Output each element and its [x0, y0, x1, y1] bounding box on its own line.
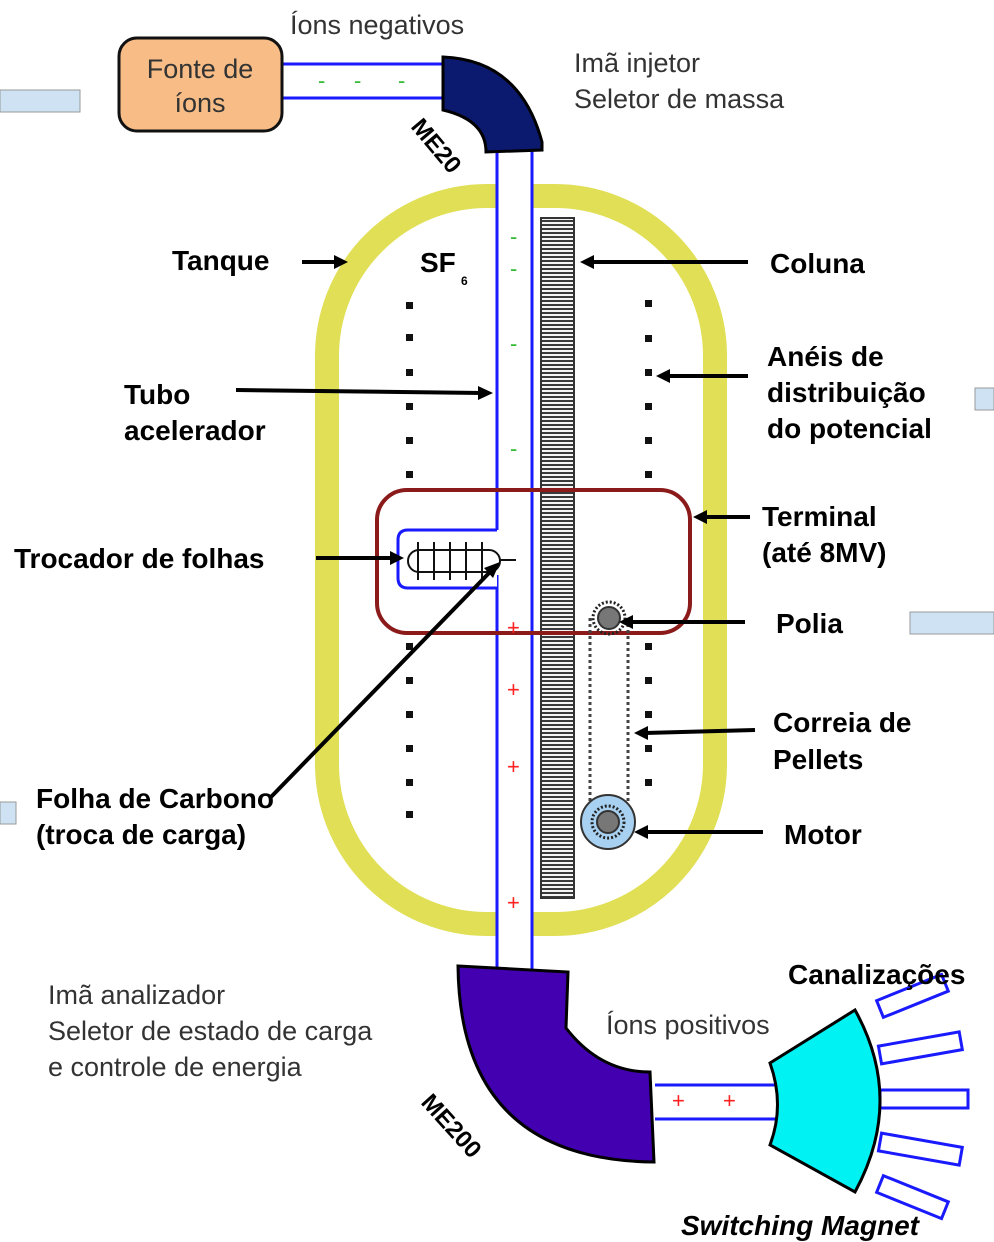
tube-label-2: acelerador	[124, 415, 266, 446]
column	[540, 217, 575, 899]
rings-label-2: distribuição	[767, 377, 926, 408]
ion-minus-sign: -	[510, 436, 517, 461]
terminal	[375, 488, 692, 635]
tank-label: Tanque	[172, 245, 269, 276]
rings-label-3: do potencial	[767, 413, 932, 444]
pulley	[591, 600, 627, 636]
ion-plus-sign: +	[672, 1088, 685, 1113]
column-label: Coluna	[770, 248, 865, 279]
accelerator-tube	[495, 150, 534, 980]
charge-signs: - - - - - - - + + + + + +	[318, 68, 736, 1113]
sf6-label: SF	[420, 247, 456, 278]
analyzer-label-1: Imã analizador	[48, 980, 225, 1010]
motor-label: Motor	[784, 819, 862, 850]
analyzer-magnet	[456, 964, 656, 1164]
pointer-arrows	[235, 260, 763, 834]
belt-label-2: Pellets	[773, 744, 863, 775]
negative-ions-label: Íons negativos	[290, 10, 464, 40]
ion-minus-sign: -	[354, 68, 361, 93]
ion-source-label-2: íons	[174, 88, 225, 118]
injector-magnet-label: Imã injetor	[574, 48, 700, 78]
rings-label-1: Anéis de	[767, 341, 884, 372]
ion-plus-sign: +	[507, 890, 520, 915]
edge-artifact	[974, 387, 994, 411]
carbon-foil-label-2: (troca de carga)	[36, 819, 246, 850]
pellet-belt	[588, 618, 630, 810]
ion-minus-sign: -	[510, 331, 517, 356]
terminal-label-2: (até 8MV)	[762, 537, 886, 568]
positive-ions-label: Íons positivos	[606, 1010, 770, 1040]
arrowheads	[334, 255, 707, 839]
me200-label: ME200	[416, 1089, 487, 1164]
positive-beamline	[655, 1085, 780, 1119]
edge-artifact	[0, 801, 17, 825]
tube-label-1: Tubo	[124, 379, 190, 410]
switching-magnet	[768, 1007, 882, 1195]
ion-plus-sign: +	[507, 615, 520, 640]
mass-selector-label: Seletor de massa	[574, 84, 785, 114]
me20-label: ME20	[405, 114, 466, 179]
analyzer-label-2: Seletor de estado de carga	[48, 1016, 373, 1046]
motor	[580, 794, 636, 850]
pulley-label: Polia	[776, 608, 843, 639]
ion-minus-sign: -	[510, 256, 517, 281]
ion-minus-sign: -	[318, 68, 325, 93]
foil-changer-label: Trocador de folhas	[14, 543, 265, 574]
terminal-label-1: Terminal	[762, 501, 877, 532]
analyzer-label-3: e controle de energia	[48, 1052, 303, 1082]
edge-artifact	[0, 89, 81, 113]
switching-magnet-label: Switching Magnet	[681, 1210, 921, 1241]
edge-artifact	[909, 611, 994, 635]
ion-source-label-1: Fonte de	[147, 54, 254, 84]
foil-changer	[396, 528, 516, 590]
belt-label-1: Correia de	[773, 707, 912, 738]
ion-plus-sign: +	[507, 677, 520, 702]
ion-minus-sign: -	[398, 68, 405, 93]
sf6-subscript: 6	[461, 274, 468, 288]
canalizacoes-label: Canalizações	[788, 959, 965, 990]
ion-source-box	[117, 36, 284, 133]
channels	[874, 972, 970, 1221]
carbon-foil-label-1: Folha de Carbono	[36, 783, 274, 814]
negative-beamline	[280, 62, 445, 100]
ion-plus-sign: +	[507, 754, 520, 779]
ion-minus-sign: -	[510, 224, 517, 249]
ion-plus-sign: +	[723, 1088, 736, 1113]
injector-magnet	[441, 55, 544, 154]
distribution-rings	[406, 300, 652, 818]
